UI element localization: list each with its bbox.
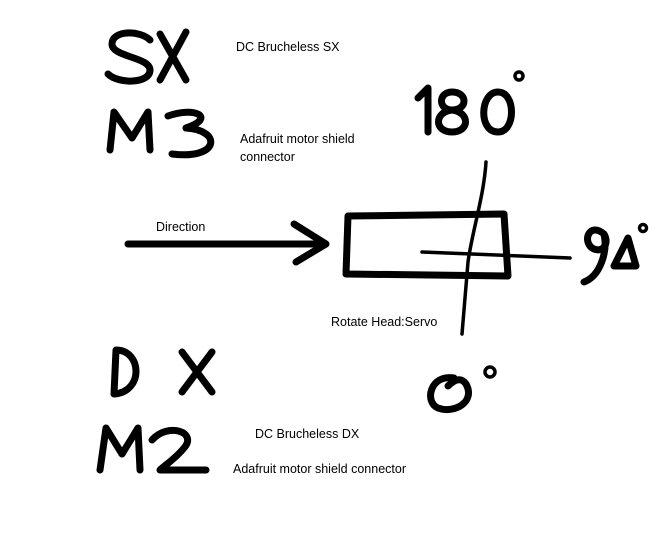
handwritten-angle-90 (580, 222, 649, 286)
servo-label: Rotate Head:Servo (331, 315, 438, 329)
servo-axis-vertical (460, 160, 488, 336)
motor-sx-label: DC Brucheless SX (236, 40, 340, 54)
motor-dx-label: DC Brucheless DX (255, 427, 360, 441)
servo-axis-horizontal (420, 250, 572, 260)
robot-body (342, 210, 512, 280)
handwritten-angle-0 (427, 365, 497, 413)
motor-sx-connector-line1: Adafruit motor shield (240, 132, 355, 146)
handwritten-angle-180 (414, 70, 525, 136)
direction-label: Direction (156, 220, 206, 234)
handwritten-sx (104, 28, 190, 85)
motor-sx-connector-line2: connector (240, 150, 295, 164)
handwritten-m3 (106, 108, 215, 159)
handwritten-dx (110, 346, 216, 398)
motor-dx-connector: Adafruit motor shield connector (233, 462, 407, 476)
handwritten-m2 (96, 424, 210, 474)
direction-arrow (124, 220, 330, 266)
